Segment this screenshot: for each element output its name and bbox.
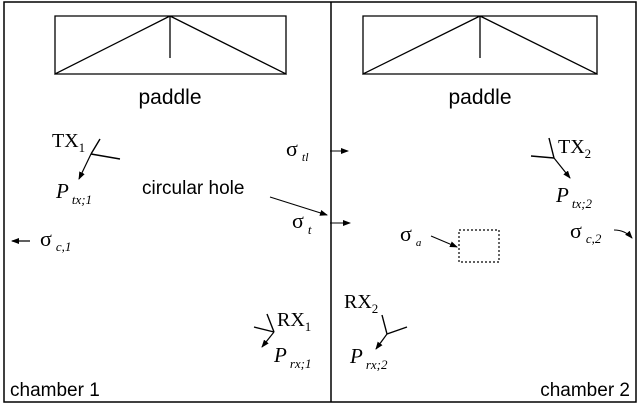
- rx1-antenna: [253, 313, 275, 348]
- rx2-label: RX2: [344, 291, 378, 316]
- rx2-antenna: [375, 314, 408, 350]
- chamber-2-label: chamber 2: [540, 380, 630, 401]
- rx1-label: RX1: [277, 309, 311, 334]
- tx2-label: TX2: [558, 136, 591, 161]
- sigma-a-arrow: [430, 235, 458, 248]
- sigma-c2-arrow: [613, 229, 633, 239]
- paddle-2: [362, 15, 598, 76]
- outer-frame: [3, 1, 637, 403]
- paddle-2-label: paddle: [448, 86, 511, 109]
- tx2-antenna: [530, 137, 571, 179]
- dotted-object: [458, 229, 500, 263]
- chamber-1-label: chamber 1: [10, 380, 100, 401]
- circular-hole-arrow: [269, 196, 328, 216]
- circular-hole-label: circular hole: [142, 178, 244, 199]
- tx1-antenna: [78, 138, 121, 180]
- paddle-1: [54, 15, 287, 76]
- paddle-1-label: paddle: [138, 86, 201, 109]
- tx1-label: TX1: [52, 130, 85, 155]
